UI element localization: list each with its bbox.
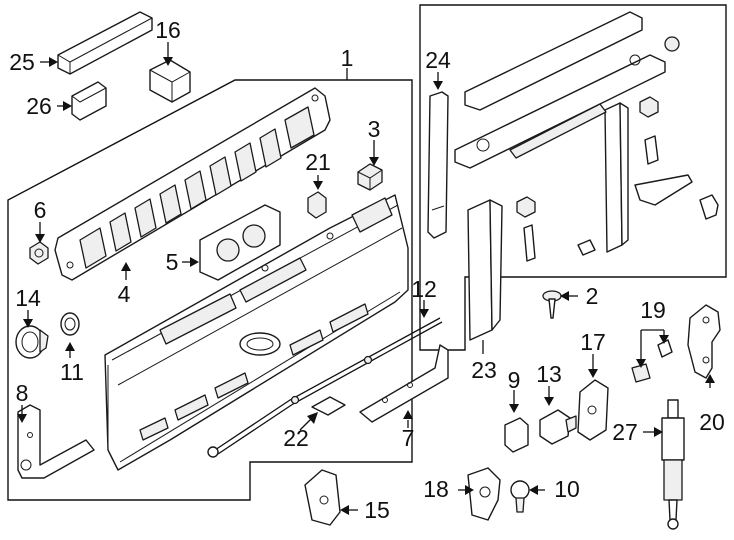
callout-13: 13 (536, 361, 562, 387)
rod-clip (311, 396, 346, 416)
callout-21: 21 (305, 149, 331, 175)
callout-15: 15 (364, 497, 390, 523)
release-rod (207, 317, 443, 458)
callout-7: 7 (402, 425, 415, 451)
bracket-20 (687, 304, 721, 379)
callout-23: 23 (471, 357, 497, 383)
tailgate-assembly-group-outline (7, 79, 413, 501)
callout-14: 14 (15, 285, 41, 311)
callout-25: 25 (9, 49, 35, 75)
latch-bracket (359, 344, 449, 423)
callout-5: 5 (166, 249, 179, 275)
leader-lines (17, 42, 715, 515)
step-assembly-group-outline (419, 4, 727, 351)
callout-24: 24 (425, 47, 451, 73)
clip-3 (357, 163, 383, 191)
callout-17: 17 (580, 329, 606, 355)
bumper-9 (504, 417, 529, 453)
cover-25 (57, 11, 153, 75)
callout-20: 20 (699, 409, 725, 435)
latch (577, 379, 609, 441)
bracket-26 (71, 81, 107, 121)
bushing (510, 480, 530, 513)
callout-9: 9 (508, 367, 521, 393)
callout-1: 1 (341, 45, 354, 71)
bracket-15 (304, 469, 341, 526)
step-assembly (454, 11, 666, 341)
callout-19: 19 (640, 297, 666, 323)
callout-12: 12 (411, 276, 437, 302)
grommet (15, 325, 49, 359)
callout-2: 2 (586, 283, 599, 309)
callout-10: 10 (554, 476, 580, 502)
tailgate-panel (104, 194, 409, 471)
callout-22: 22 (283, 425, 309, 451)
callout-27: 27 (612, 419, 638, 445)
callout-26: 26 (26, 93, 52, 119)
bolt (542, 290, 562, 319)
bumper-16 (149, 59, 191, 103)
nut (29, 241, 49, 265)
tailgate-applique (54, 87, 331, 281)
callout-8: 8 (16, 380, 29, 406)
hinge-bracket (17, 404, 95, 479)
callout-16: 16 (155, 17, 181, 43)
handle-bar (427, 91, 449, 239)
step-fasteners (516, 36, 719, 262)
callout-11: 11 (60, 359, 84, 385)
callout-4: 4 (118, 281, 131, 307)
callout-6: 6 (34, 197, 47, 223)
callout-18: 18 (423, 476, 449, 502)
seal-ring (60, 312, 80, 336)
callout-labels: 1 2 3 4 5 6 7 8 9 10 11 12 13 14 15 16 1… (9, 17, 725, 523)
striker (539, 409, 577, 445)
clip-21 (307, 191, 327, 219)
callout-3: 3 (368, 116, 381, 142)
support-strut (661, 399, 685, 530)
bracket-18 (467, 467, 501, 521)
camera-bezel (199, 204, 281, 281)
